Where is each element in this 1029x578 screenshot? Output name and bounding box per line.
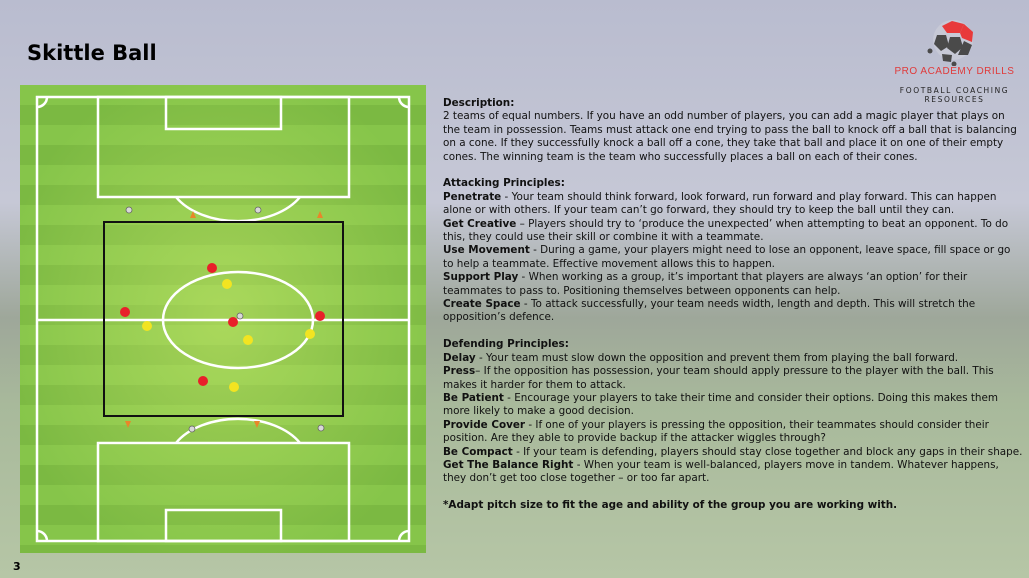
defending-section: Defending Principles: Delay - Your team … <box>443 338 1023 485</box>
football-logo-icon <box>927 20 973 66</box>
attacking-heading: Attacking Principles: <box>443 177 565 190</box>
defending-term: Be Compact <box>443 445 513 458</box>
defending-text: - When your team is well-balanced, playe… <box>443 458 999 485</box>
yellow-team-players <box>142 279 315 392</box>
logo-tagline: FOOTBALL COACHING RESOURCES <box>899 86 1010 104</box>
defending-text: - If your team is defending, players sho… <box>512 445 1023 458</box>
defending-term: Delay <box>443 351 476 364</box>
defending-term: Press <box>443 365 476 378</box>
attacking-term: Penetrate <box>443 190 502 203</box>
description-text: 2 teams of equal numbers. If you have an… <box>443 110 1017 163</box>
defending-text: - If one of your players is pressing the… <box>443 418 989 445</box>
attacking-term: Use Movement <box>443 244 530 257</box>
attacking-section: Attacking Principles: Penetrate - Your t… <box>443 177 1023 324</box>
page-number: 3 <box>13 560 21 573</box>
attacking-text: - When working as a group, it’s importan… <box>443 271 968 297</box>
attacking-text: - Your team should think forward, look f… <box>443 190 997 217</box>
attacking-text: - During a game, your players might need… <box>443 244 1011 270</box>
drill-diagram <box>20 85 426 553</box>
description-section: Description:2 teams of equal numbers. If… <box>443 97 1023 164</box>
drill-text: Description:2 teams of equal numbers. If… <box>443 97 1023 526</box>
logo: PRO ACADEMY DRILLS FOOTBALL COACHING RES… <box>880 18 1029 104</box>
cones <box>125 211 323 428</box>
slide-title: Skittle Ball <box>27 41 157 65</box>
red-team-players <box>120 263 325 386</box>
balls-on-cones <box>125 206 325 433</box>
defending-heading: Defending Principles: <box>443 338 569 351</box>
attacking-term: Get Creative <box>443 217 517 230</box>
defending-text: – If the opposition has possession, your… <box>443 365 994 391</box>
attacking-text: - To attack successfully, your team need… <box>443 298 976 324</box>
defending-term: Be Patient <box>443 391 504 404</box>
logo-name: PRO ACADEMY DRILLS <box>894 66 1015 77</box>
attacking-term: Create Space <box>443 298 521 311</box>
attacking-text: – Players should try to ‘produce the une… <box>443 217 1009 244</box>
defending-term: Provide Cover <box>443 418 526 431</box>
playing-area <box>103 221 344 417</box>
attacking-term: Support Play <box>443 271 519 284</box>
defending-text: - Encourage your players to take their t… <box>443 391 998 418</box>
description-heading: Description: <box>443 97 515 109</box>
defending-text: - Your team must slow down the oppositio… <box>475 351 959 364</box>
pitch-size-note: *Adapt pitch size to fit the age and abi… <box>443 499 898 512</box>
defending-term: Get The Balance Right <box>443 458 574 471</box>
